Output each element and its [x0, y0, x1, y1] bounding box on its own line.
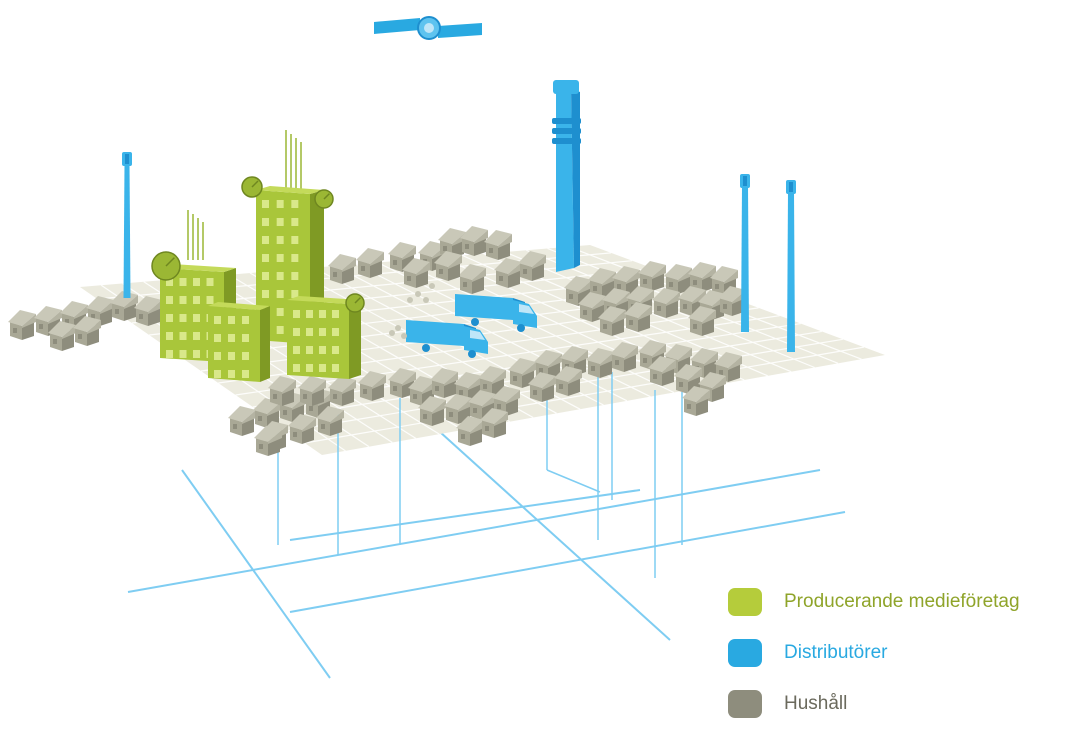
legend-label-producers: Producerande medieföretag [784, 591, 1020, 612]
distributor-trucks [389, 283, 537, 358]
legend-label-distributors: Distributörer [784, 642, 888, 663]
legend-label-households: Hushåll [784, 693, 848, 714]
satellite-icon [374, 16, 482, 40]
cable-drops [277, 372, 683, 578]
legend-swatch-distributors [728, 639, 762, 667]
distributor-towers [122, 80, 796, 352]
household-houses [8, 226, 746, 456]
legend-swatch-households [728, 690, 762, 718]
legend-swatch-producers [728, 588, 762, 616]
underground-cable-network [127, 431, 846, 679]
media-company-buildings [151, 130, 365, 382]
